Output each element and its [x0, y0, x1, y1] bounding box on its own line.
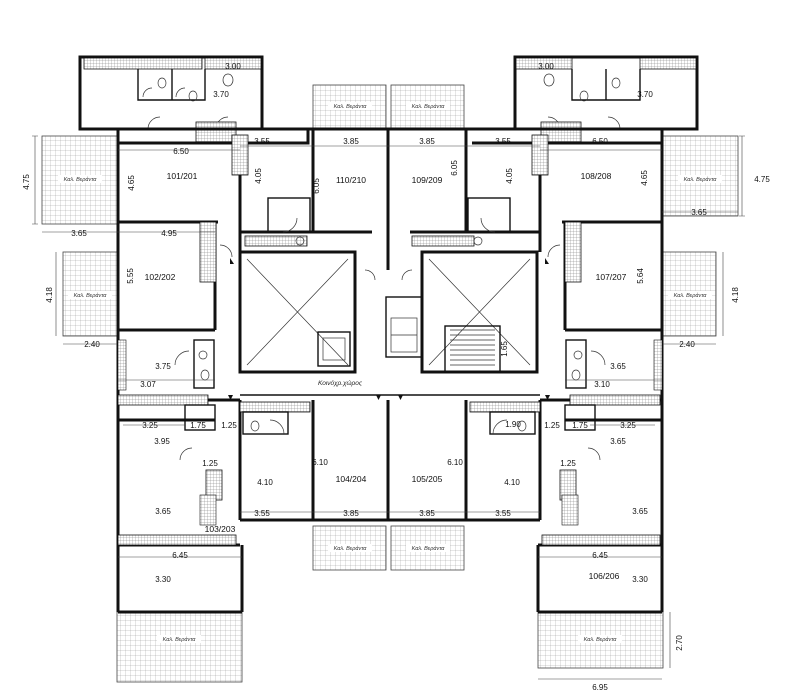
- veranda-label-bg: [406, 544, 450, 552]
- unit-label-104: 104/204: [336, 474, 367, 484]
- dimension-lines: [32, 135, 745, 680]
- dim-label: 6.50: [173, 147, 189, 156]
- dim-label: 4.65: [127, 175, 136, 191]
- dim-label: 3.65: [155, 507, 171, 516]
- dim-label: 3.55: [254, 509, 270, 518]
- dim-label: 5.64: [636, 268, 645, 284]
- veranda-label: Καλ. Βεράντα: [163, 637, 197, 643]
- veranda-103: [116, 611, 243, 683]
- dim-label: 6.05: [312, 178, 321, 194]
- dim-label: 6.50: [592, 137, 608, 146]
- annex-top-right: [513, 55, 699, 143]
- unit-label-105: 105/205: [412, 474, 443, 484]
- dim-label: 3.65: [632, 507, 648, 516]
- dim-label: 1.75: [572, 421, 588, 430]
- veranda-label: Καλ. Βεράντα: [334, 546, 368, 552]
- dim-label: 2.70: [675, 635, 684, 651]
- dim-label: 3.55: [495, 509, 511, 518]
- veranda-label-bg: [578, 635, 622, 643]
- unit-label-106: 106/206: [589, 571, 620, 581]
- dim-label: 4.05: [254, 168, 263, 184]
- unit-labels: 101/201 110/210 109/209 108/208 102/202 …: [145, 171, 627, 581]
- dim-label: 3.85: [343, 137, 359, 146]
- dim-label: 3.85: [343, 509, 359, 518]
- dim-label: 2.40: [84, 340, 100, 349]
- dim-label: 1.75: [190, 421, 206, 430]
- veranda-label-bg: [328, 102, 372, 110]
- dim-label: 3.55: [254, 137, 270, 146]
- dim-label: 3.65: [71, 229, 87, 238]
- stair-dim-label: 1.65: [500, 341, 509, 357]
- veranda-label-bg: [328, 544, 372, 552]
- dim-label: 6.45: [172, 551, 188, 560]
- dim-label: 1.25: [221, 421, 237, 430]
- dim-label: 6.10: [312, 458, 328, 467]
- dim-label: 4.65: [640, 170, 649, 186]
- veranda-label: Καλ. Βεράντα: [74, 293, 108, 299]
- building-shell: [116, 127, 664, 614]
- veranda-label: Καλ. Βεράντα: [412, 546, 446, 552]
- unit-label-103: 103/203: [205, 524, 236, 534]
- dim-label: 1.25: [544, 421, 560, 430]
- unit-label-102: 102/202: [145, 272, 176, 282]
- dim-label: 3.85: [419, 137, 435, 146]
- veranda-label-bg: [157, 635, 201, 643]
- dim-label: 6.05: [450, 160, 459, 176]
- dim-label: 3.00: [538, 62, 554, 71]
- unit-label-107: 107/207: [596, 272, 627, 282]
- dim-label: 3.30: [155, 575, 171, 584]
- dim-label: 6.10: [447, 458, 463, 467]
- dim-label: 6.95: [592, 683, 608, 692]
- veranda-group: Καλ. Βεράντα Καλ. Βεράντα Καλ. Βεράντα Κ…: [41, 84, 739, 683]
- dim-label: 1.25: [202, 459, 218, 468]
- dim-label: 5.55: [126, 268, 135, 284]
- dim-label: 2.40: [679, 340, 695, 349]
- dim-label: 3.07: [140, 380, 156, 389]
- dim-label: 4.18: [731, 287, 740, 303]
- dim-label: 4.95: [161, 229, 177, 238]
- veranda-105: [390, 525, 465, 571]
- veranda-label: Καλ. Βεράντα: [674, 293, 708, 299]
- dim-label: 6.45: [592, 551, 608, 560]
- unit-label-110: 110/210: [336, 175, 366, 185]
- dim-label: 3.55: [495, 137, 511, 146]
- veranda-label-bg: [678, 175, 722, 183]
- veranda-label: Καλ. Βεράντα: [684, 177, 718, 183]
- dim-label: 3.75: [155, 362, 171, 371]
- dim-label: 3.65: [610, 362, 626, 371]
- dim-label: 4.18: [45, 287, 54, 303]
- veranda-label: Καλ. Βεράντα: [412, 104, 446, 110]
- unit-label-101: 101/201: [167, 171, 198, 181]
- dim-label: 3.95: [154, 437, 170, 446]
- dim-label: 3.70: [213, 90, 229, 99]
- dim-label: 4.10: [504, 478, 520, 487]
- dim-label: 1.90: [505, 420, 521, 429]
- veranda-label-bg: [668, 291, 712, 299]
- dim-label: 4.10: [257, 478, 273, 487]
- dim-label: 3.30: [632, 575, 648, 584]
- veranda-label-bg: [68, 291, 112, 299]
- dim-label: 3.25: [620, 421, 636, 430]
- veranda-label-bg: [58, 175, 102, 183]
- dim-label: 3.00: [225, 62, 241, 71]
- dim-label: 4.05: [505, 168, 514, 184]
- dim-label: 4.75: [22, 174, 31, 190]
- dim-label: 4.75: [754, 175, 770, 184]
- corridor-label: Κοινόχρ.χώρος: [318, 379, 363, 387]
- unit-label-109: 109/209: [412, 175, 443, 185]
- dim-label: 3.25: [142, 421, 158, 430]
- unit-label-108: 108/208: [581, 171, 612, 181]
- dim-label: 1.25: [560, 459, 576, 468]
- dim-label: 3.70: [637, 90, 653, 99]
- dim-label: 3.85: [419, 509, 435, 518]
- dimension-labels: 3.00 3.70 3.00 3.70 6.50 6.50 4.75 4.75 …: [22, 62, 770, 692]
- dim-label: 3.10: [594, 380, 610, 389]
- veranda-label-bg: [406, 102, 450, 110]
- dim-label: 3.65: [691, 208, 707, 217]
- veranda-label: Καλ. Βεράντα: [64, 177, 98, 183]
- dim-label: 3.65: [610, 437, 626, 446]
- veranda-label: Καλ. Βεράντα: [584, 637, 618, 643]
- veranda-label: Καλ. Βεράντα: [334, 104, 368, 110]
